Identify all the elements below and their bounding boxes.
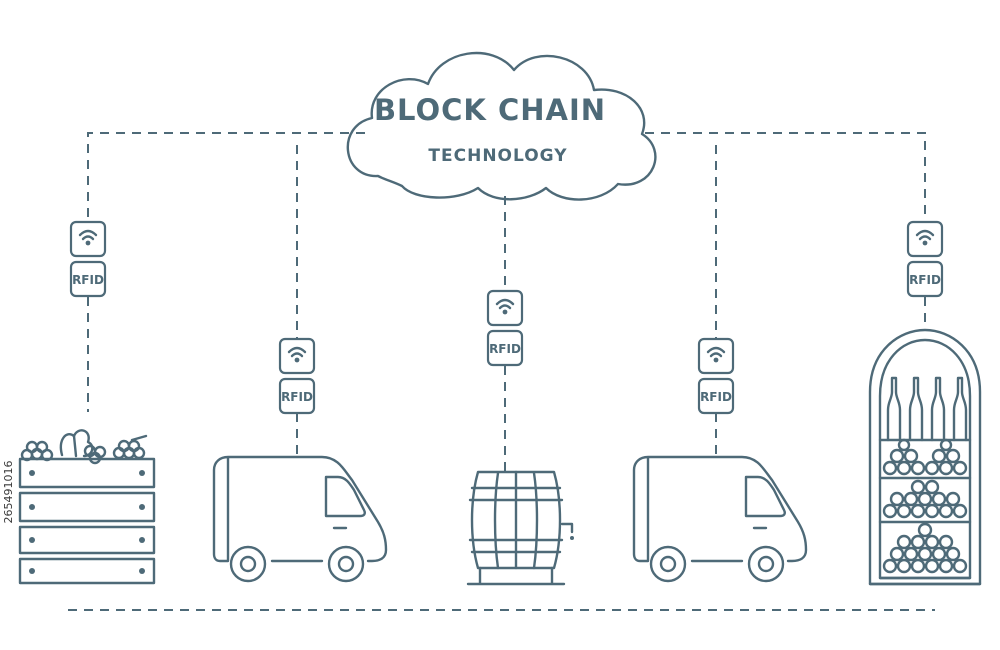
cloud-icon (346, 51, 657, 201)
rfid-label: RFID (909, 273, 941, 287)
connector-lines (68, 132, 935, 611)
rfid-tag-1: RFID (69, 220, 107, 298)
side-id-text: 265491016 (2, 461, 15, 524)
top-right-connector (645, 132, 926, 328)
top-left-connector (87, 132, 365, 412)
cloud-title: BLOCK CHAIN (374, 93, 606, 127)
cloud-subtitle: TECHNOLOGY (428, 146, 567, 166)
rfid-label: RFID (489, 342, 521, 356)
rfid-tag-4: RFID (697, 337, 735, 415)
rfid-tag-3: RFID (486, 289, 524, 367)
rfid-tag-5: RFID (906, 220, 944, 298)
rfid-tag-2: RFID (278, 337, 316, 415)
blockchain-cloud: BLOCK CHAIN TECHNOLOGY (346, 51, 657, 201)
wine-cabinet-icon (868, 328, 982, 586)
rfid-label: RFID (281, 390, 313, 404)
delivery-van-icon (212, 455, 388, 583)
rfid-label: RFID (700, 390, 732, 404)
wine-barrel-icon (466, 470, 574, 586)
rfid-label: RFID (72, 273, 104, 287)
delivery-van-icon (632, 455, 808, 583)
grape-crate-icon (18, 429, 156, 585)
